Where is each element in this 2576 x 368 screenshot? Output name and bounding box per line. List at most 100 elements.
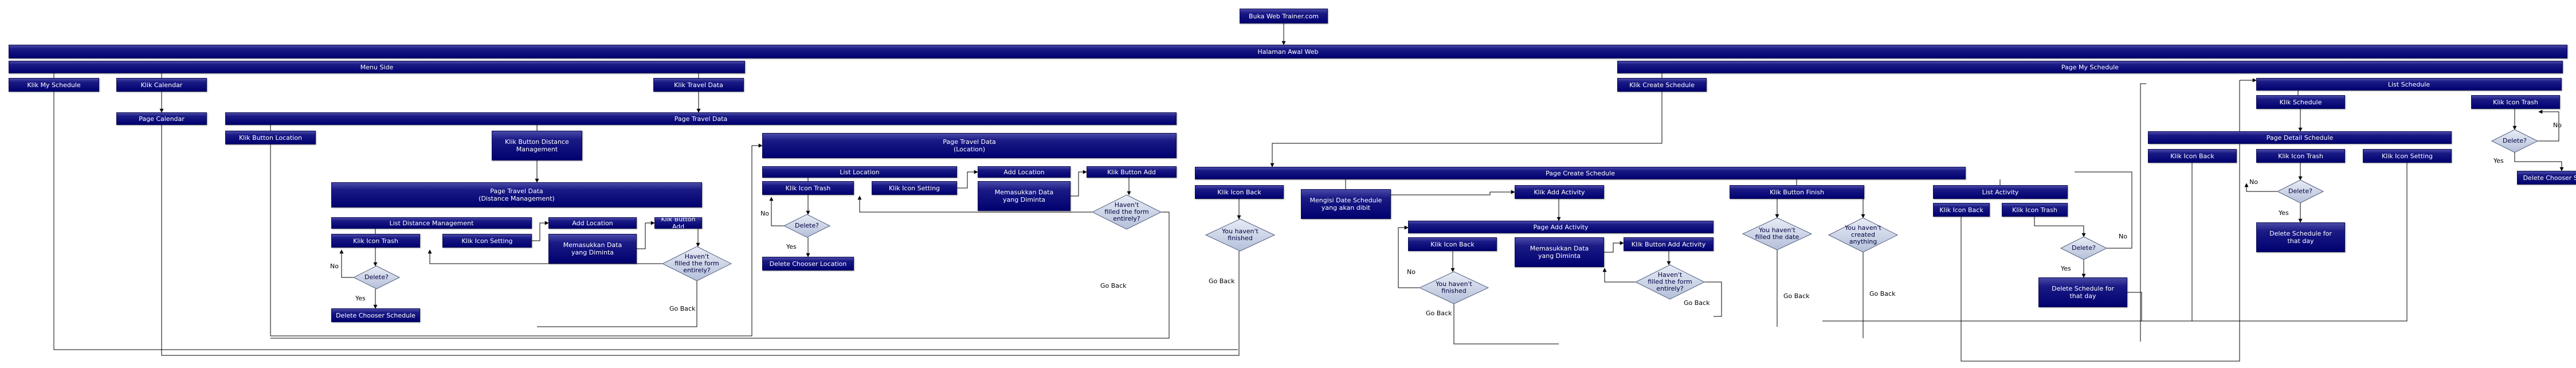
add-location-dist[interactable]: Add Location bbox=[548, 217, 637, 229]
edge-loc-mem bbox=[1071, 170, 1087, 197]
edge-loc-dia-no bbox=[769, 197, 784, 226]
label-goback-cs: Go Back bbox=[1209, 277, 1235, 285]
diamond-unfinished-cs bbox=[1205, 218, 1276, 252]
page-my-schedule[interactable]: Page My Schedule bbox=[1617, 61, 2563, 73]
label-no-aa: No bbox=[1407, 268, 1416, 276]
label-goback-haven-aa: Go Back bbox=[1684, 299, 1710, 307]
delete-chooser-schedule-dist[interactable]: Delete Chooser Schedule bbox=[331, 308, 420, 322]
delete-schedule-day-la[interactable]: Delete Schedule for that day bbox=[2038, 277, 2127, 307]
label-yes-loc: Yes bbox=[786, 243, 797, 250]
decision-shapes bbox=[352, 129, 2539, 304]
connector-lines bbox=[53, 24, 2564, 362]
edge-loc-haven-go bbox=[270, 212, 1170, 339]
diamond-date-finish bbox=[1742, 217, 1813, 250]
edge-aa-unf-go bbox=[1453, 304, 1559, 344]
label-no-dist: No bbox=[330, 263, 339, 270]
list-distance-management[interactable]: List Distance Management bbox=[331, 217, 532, 229]
klik-icon-back-cs[interactable]: Klik Icon Back bbox=[1195, 185, 1284, 199]
edge-ds-setting bbox=[2192, 163, 2408, 322]
label-no-ls: No bbox=[2553, 122, 2562, 129]
label-yes-ls: Yes bbox=[2493, 157, 2504, 165]
edge-aa-unf-no bbox=[1398, 225, 1420, 288]
delete-chooser-schedule-ls[interactable]: Delete Chooser Schedule bbox=[2517, 171, 2576, 185]
edge-la-back bbox=[1961, 80, 2240, 362]
edge-la-trash-dia bbox=[2034, 217, 2086, 237]
klik-icon-trash-la[interactable]: Klik Icon Trash bbox=[2002, 203, 2068, 217]
diamond-haven-loc bbox=[1091, 194, 1162, 230]
diamond-delete-ds bbox=[2276, 179, 2324, 203]
edge-cs-go bbox=[161, 125, 1240, 356]
edge-la-final bbox=[2127, 292, 2142, 321]
label-yes-la: Yes bbox=[2061, 265, 2071, 272]
klik-icon-setting-loc[interactable]: Klik Icon Setting bbox=[872, 181, 957, 195]
edge-create-page bbox=[1270, 92, 1663, 167]
edge-dist-dia-no bbox=[339, 249, 354, 278]
klik-calendar[interactable]: Klik Calendar bbox=[116, 78, 207, 92]
edge-mengisi-add bbox=[1391, 190, 1515, 195]
klik-icon-setting-ds[interactable]: Klik Icon Setting bbox=[2363, 149, 2452, 163]
klik-icon-back-ds[interactable]: Klik Icon Back bbox=[2148, 149, 2237, 163]
diamond-unfinished-aa bbox=[1418, 271, 1489, 304]
klik-add-activity[interactable]: Klik Add Activity bbox=[1515, 185, 1604, 199]
label-no-loc: No bbox=[760, 210, 769, 217]
menu-side[interactable]: Menu Side bbox=[9, 61, 745, 73]
label-no-la: No bbox=[2119, 233, 2127, 240]
edge-loc-dia-back bbox=[857, 195, 1092, 213]
klik-button-add-loc[interactable]: Klik Button Add bbox=[1087, 166, 1177, 178]
add-location-loc[interactable]: Add Location bbox=[978, 166, 1071, 178]
edge-ds-dia-no bbox=[2244, 183, 2277, 192]
label-goback-aa: Go Back bbox=[1426, 310, 1452, 317]
page-travel-data-distance[interactable]: Page Travel Data (Distance Management) bbox=[331, 182, 702, 208]
klik-icon-trash-loc[interactable]: Klik Icon Trash bbox=[762, 181, 854, 195]
edge-aa-haven-back bbox=[1602, 268, 1636, 283]
label-yes-dist: Yes bbox=[355, 295, 366, 302]
klik-button-distance-management[interactable]: Klik Button Distance Management bbox=[492, 131, 582, 160]
page-detail-schedule[interactable]: Page Detail Schedule bbox=[2148, 131, 2452, 144]
klik-travel-data[interactable]: Klik Travel Data bbox=[653, 78, 744, 92]
delete-chooser-location[interactable]: Delete Chooser Location bbox=[762, 257, 854, 271]
page-calendar[interactable]: Page Calendar bbox=[116, 112, 207, 125]
klik-button-location[interactable]: Klik Button Location bbox=[225, 131, 316, 144]
diamond-delete-dist bbox=[352, 265, 401, 289]
klik-schedule[interactable]: Klik Schedule bbox=[2256, 95, 2345, 109]
memasukkan-data-aa[interactable]: Memasukkan Data yang Diminta bbox=[1515, 237, 1604, 267]
diamond-delete-la bbox=[2060, 236, 2108, 260]
page-travel-data-location[interactable]: Page Travel Data (Location) bbox=[762, 133, 1177, 158]
edge-dist-dia-back bbox=[428, 249, 662, 264]
label-goback-dist: Go Back bbox=[669, 305, 696, 312]
delete-schedule-day-ds[interactable]: Delete Schedule for that day bbox=[2256, 222, 2345, 252]
list-activity[interactable]: List Activity bbox=[1933, 185, 2068, 199]
klik-icon-back-aa[interactable]: Klik Icon Back bbox=[1408, 237, 1497, 251]
edge-aa-mem bbox=[1604, 241, 1624, 253]
diamond-delete-loc bbox=[783, 214, 831, 238]
edge-ls-dia-yes bbox=[2514, 152, 2564, 171]
list-schedule[interactable]: List Schedule bbox=[2256, 78, 2562, 91]
klik-icon-setting-dist[interactable]: Klik Icon Setting bbox=[442, 234, 532, 248]
edge-ls-dia-no bbox=[2538, 109, 2559, 142]
klik-icon-trash-dist[interactable]: Klik Icon Trash bbox=[331, 234, 420, 248]
klik-my-schedule[interactable]: Klik My Schedule bbox=[9, 78, 99, 92]
page-create-schedule[interactable]: Page Create Schedule bbox=[1195, 167, 1966, 179]
list-location[interactable]: List Location bbox=[762, 166, 957, 178]
klik-button-add-dist[interactable]: Klik Button Add bbox=[654, 217, 702, 229]
klik-create-schedule[interactable]: Klik Create Schedule bbox=[1617, 78, 1707, 92]
page-add-activity[interactable]: Page Add Activity bbox=[1408, 221, 1714, 233]
label-goback-date: Go Back bbox=[1783, 292, 1810, 300]
label-no-ds: No bbox=[2249, 178, 2258, 186]
memasukkan-data-loc[interactable]: Memasukkan Data yang Diminta bbox=[978, 181, 1071, 211]
halaman-awal-web[interactable]: Halaman Awal Web bbox=[9, 45, 2567, 58]
edge-btnloc-page bbox=[270, 143, 763, 336]
klik-icon-trash-ds[interactable]: Klik Icon Trash bbox=[2256, 149, 2345, 163]
klik-icon-back-la[interactable]: Klik Icon Back bbox=[1933, 203, 1990, 217]
klik-icon-trash-ls[interactable]: Klik Icon Trash bbox=[2471, 95, 2560, 109]
mengisi-date-schedule[interactable]: Mengisi Date Schedule yang akan dibit bbox=[1301, 189, 1391, 219]
klik-button-add-activity[interactable]: Klik Button Add Activity bbox=[1624, 237, 1714, 251]
diamond-create-finish bbox=[1828, 217, 1899, 253]
start-buka-web[interactable]: Buka Web Trainer.com bbox=[1240, 9, 1328, 24]
memasukkan-data-dist[interactable]: Memasukkan Data yang Diminta bbox=[548, 234, 637, 264]
klik-button-finish[interactable]: Klik Button Finish bbox=[1730, 185, 1864, 199]
label-yes-ds: Yes bbox=[2279, 209, 2289, 217]
page-travel-data[interactable]: Page Travel Data bbox=[225, 112, 1177, 125]
diamond-delete-ls bbox=[2491, 129, 2539, 153]
